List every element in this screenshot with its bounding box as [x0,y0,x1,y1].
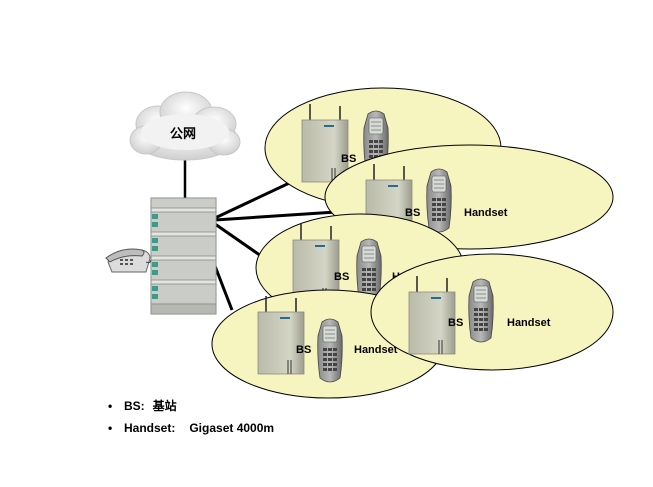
cell-3-bs-label: BS [334,271,349,283]
server-rack-icon [150,197,217,315]
cell-2-handset-label: Handset [464,207,508,219]
legend-row: • BS: 基站 [108,397,177,414]
cell-1-bs-label: BS [341,153,356,165]
handset-icon [426,168,452,233]
cell-4-handset-label: Handset [507,317,551,329]
cell-4-bs-label: BS [448,317,463,329]
cell-ellipse-4 [370,253,614,371]
cloud-icon [129,91,241,161]
desk-phone-icon [105,248,152,273]
legend-key: Handset: [124,421,176,435]
handset-icon [468,278,494,343]
cloud-label: 公网 [170,127,196,142]
bullet: • [108,421,113,435]
legend-row: • Handset: Gigaset 4000m [108,421,274,435]
cell-2-bs-label: BS [405,207,420,219]
legend-value: 基站 [152,399,177,413]
cell-5-bs-label: BS [296,344,311,356]
cell-5-handset-label: Handset [354,344,398,356]
legend-key: BS: [124,399,145,413]
bullet: • [108,399,113,413]
handset-icon [317,318,343,383]
legend-value: Gigaset 4000m [189,421,275,435]
